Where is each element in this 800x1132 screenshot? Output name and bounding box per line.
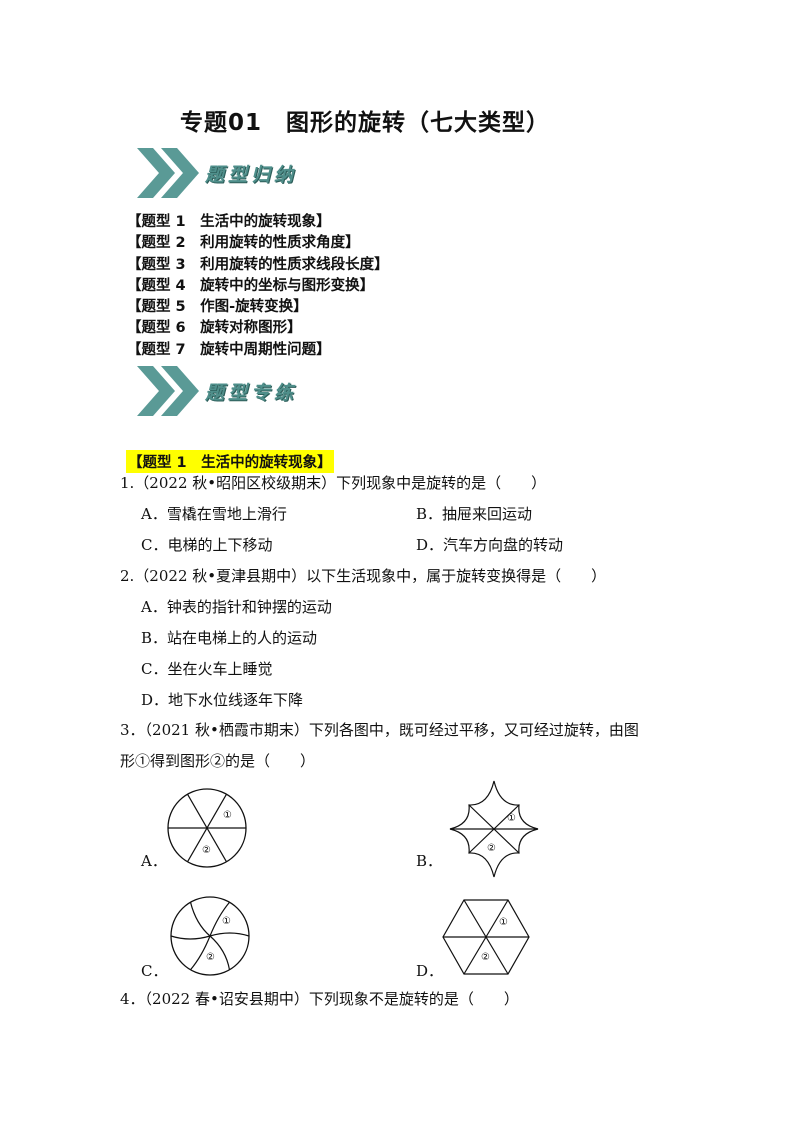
type-list-item: 【题型 5 作图-旋转变换】: [127, 299, 308, 316]
type-list-item: 【题型 1 生活中的旋转现象】: [127, 214, 331, 230]
type-list: 【题型 1 生活中的旋转现象】 【题型 2 利用旋转的性质求角度】 【题型 3 …: [127, 212, 389, 361]
banner-label: 题型专练: [205, 382, 298, 404]
type-list-item: 【题型 2 利用旋转的性质求角度】: [127, 235, 360, 252]
question-1-option-c: C．电梯的上下移动: [141, 536, 273, 554]
question-1-option-b: B．抽屉来回运动: [416, 505, 533, 523]
double-chevron-icon: [137, 148, 199, 198]
type-list-item: 【题型 4 旋转中的坐标与图形变换】: [127, 277, 375, 294]
double-chevron-icon: [137, 366, 199, 416]
figure-mark-2: ②: [487, 843, 496, 854]
figure-c-circle-curved: ① ②: [170, 896, 250, 976]
question-2-option-b: B．站在电梯上的人的运动: [141, 629, 318, 647]
type-list-item: 【题型 7 旋转中周期性问题】: [127, 341, 331, 358]
question-3-option-c: C．: [141, 962, 168, 980]
figure-mark-1: ①: [507, 813, 516, 824]
question-2-option-a: A．钟表的指针和钟摆的运动: [141, 598, 332, 616]
figure-mark-2: ②: [206, 952, 215, 963]
question-3-option-a: A．: [141, 852, 167, 870]
question-3-stem-line1: 3．（2021 秋•栖霞市期末）下列各图中，既可经过平移，又可经过旋转，由图: [120, 721, 639, 739]
question-1-option-a: A．雪橇在雪地上滑行: [141, 505, 287, 523]
section-banner-practice: 题型专练: [133, 364, 413, 424]
figure-mark-1: ①: [222, 916, 231, 927]
question-1-option-d: D．汽车方向盘的转动: [416, 536, 564, 554]
page-title: 专题01 图形的旋转（七大类型）: [179, 110, 550, 136]
question-1-stem: 1.（2022 秋•昭阳区校级期末）下列现象中是旋转的是（ ）: [120, 474, 547, 492]
question-3-option-b: B．: [416, 852, 443, 870]
question-3-option-d: D．: [416, 962, 444, 980]
question-2-stem: 2.（2022 秋•夏津县期中）以下生活现象中，属于旋转变换得是（ ）: [120, 567, 607, 585]
figure-mark-1: ①: [499, 917, 508, 928]
banner-label: 题型归纳: [205, 164, 298, 186]
question-3-stem-line2: 形①得到图形②的是（ ）: [120, 752, 316, 770]
section-banner-summary: 题型归纳: [133, 146, 413, 206]
question-2-option-c: C．坐在火车上睡觉: [141, 660, 273, 678]
figure-mark-2: ②: [202, 845, 211, 856]
figure-a-circle-sectors: ① ②: [167, 788, 247, 868]
figure-mark-2: ②: [481, 952, 490, 963]
type-list-item: 【题型 3 利用旋转的性质求线段长度】: [127, 256, 389, 273]
type-list-item: 【题型 6 旋转对称图形】: [127, 320, 302, 337]
figure-mark-1: ①: [223, 810, 232, 821]
figure-b-star: ① ②: [449, 780, 539, 878]
question-4-stem: 4．（2022 春•诏安县期中）下列现象不是旋转的是（ ）: [120, 990, 519, 1008]
question-2-option-d: D．地下水位线逐年下降: [141, 691, 304, 709]
section-heading: 【题型 1 生活中的旋转现象】: [126, 450, 334, 473]
figure-d-hexagon: ① ②: [442, 899, 530, 975]
